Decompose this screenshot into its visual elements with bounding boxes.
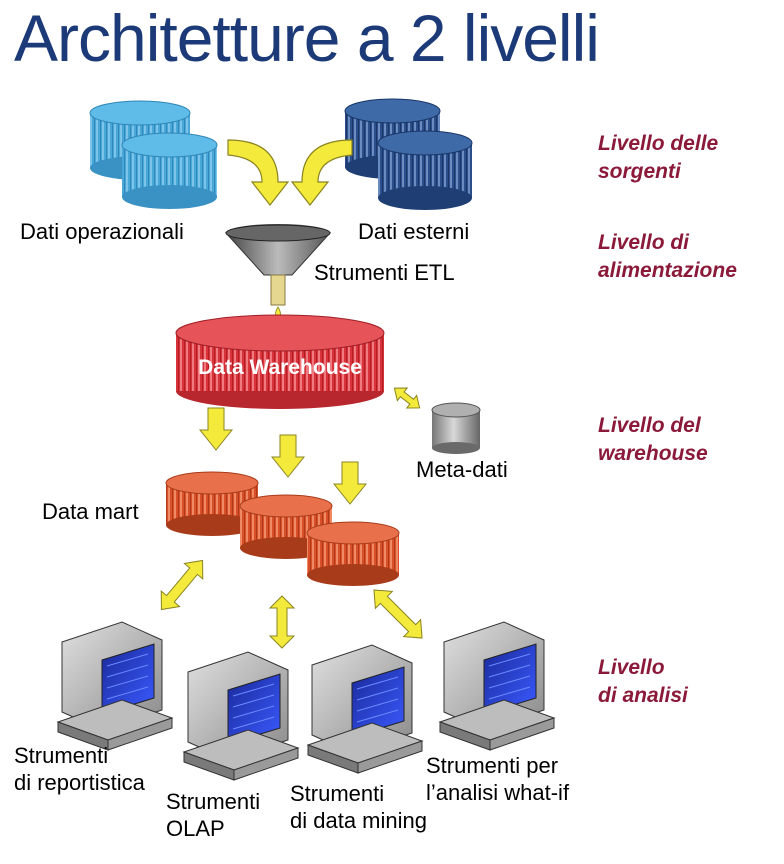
meta-double-arrow bbox=[393, 387, 421, 409]
data-marts bbox=[165, 471, 400, 586]
external-databases bbox=[344, 98, 473, 210]
label-tool-olap-line2: OLAP bbox=[166, 816, 225, 841]
label-data-mart: Data mart bbox=[42, 499, 139, 524]
down-arrow-1 bbox=[198, 407, 234, 451]
level-alimentazione: Livello di alimentazione bbox=[598, 229, 737, 285]
down-arrow-2 bbox=[270, 434, 306, 478]
label-meta-dati: Meta-dati bbox=[416, 457, 508, 482]
meta-data-cylinder bbox=[431, 402, 481, 454]
data-warehouse-cylinder: Data Warehouse bbox=[175, 314, 385, 409]
label-tool-what-if: Strumenti per l’analisi what-if bbox=[426, 752, 569, 806]
level-analisi-line2: di analisi bbox=[598, 684, 688, 707]
label-tool-olap: Strumenti OLAP bbox=[166, 788, 260, 842]
level-sorgenti-line2: sorgenti bbox=[598, 160, 681, 183]
page-title: Architetture a 2 livelli bbox=[14, 1, 600, 75]
level-alimentazione-line1: Livello di bbox=[598, 231, 690, 254]
computer-olap bbox=[182, 651, 300, 781]
computer-reportistica bbox=[56, 621, 174, 751]
label-tool-data-mining-line1: Strumenti bbox=[290, 781, 385, 806]
label-dati-esterni: Dati esterni bbox=[358, 219, 470, 244]
etl-funnel bbox=[224, 224, 332, 320]
data-mart-3 bbox=[306, 521, 400, 586]
double-arrow-reportistica bbox=[160, 559, 204, 611]
data-warehouse-label: Data Warehouse bbox=[198, 356, 362, 379]
computer-data-mining bbox=[306, 644, 424, 774]
curved-arrow-left bbox=[227, 139, 290, 206]
mart-to-tools-arrows bbox=[160, 559, 423, 649]
label-tool-what-if-line1: Strumenti per bbox=[426, 753, 559, 778]
level-sorgenti: Livello delle sorgenti bbox=[598, 130, 718, 186]
level-alimentazione-line2: alimentazione bbox=[598, 259, 737, 282]
label-tool-data-mining: Strumenti di data mining bbox=[290, 780, 427, 834]
label-dati-operazionali: Dati operazionali bbox=[20, 219, 184, 244]
level-sorgenti-line1: Livello delle bbox=[598, 132, 719, 155]
operational-databases bbox=[89, 100, 218, 209]
source-arrows bbox=[227, 139, 353, 206]
curved-arrow-right bbox=[290, 139, 353, 206]
level-warehouse-line2: warehouse bbox=[598, 442, 708, 465]
label-tool-reportistica-line2: di reportistica bbox=[14, 770, 145, 795]
label-tool-reportistica: Strumenti di reportistica bbox=[14, 742, 145, 796]
label-tool-olap-line1: Strumenti bbox=[166, 789, 261, 814]
operational-db-front bbox=[121, 132, 218, 209]
label-tool-what-if-line2: l’analisi what-if bbox=[426, 780, 570, 805]
label-strumenti-etl: Strumenti ETL bbox=[314, 260, 455, 285]
double-arrow-what-if bbox=[373, 589, 423, 639]
label-tool-reportistica-line1: Strumenti bbox=[14, 743, 109, 768]
level-analisi: Livello di analisi bbox=[598, 654, 688, 710]
warehouse-to-mart-arrows bbox=[198, 407, 368, 505]
label-tool-data-mining-line2: di data mining bbox=[290, 808, 427, 833]
level-warehouse: Livello del warehouse bbox=[598, 412, 708, 468]
level-warehouse-line1: Livello del bbox=[598, 414, 701, 437]
computer-what-if bbox=[438, 621, 556, 751]
double-arrow-olap bbox=[268, 595, 296, 649]
down-arrow-3 bbox=[332, 461, 368, 505]
level-analisi-line1: Livello bbox=[598, 656, 665, 679]
external-db-front bbox=[377, 130, 473, 210]
